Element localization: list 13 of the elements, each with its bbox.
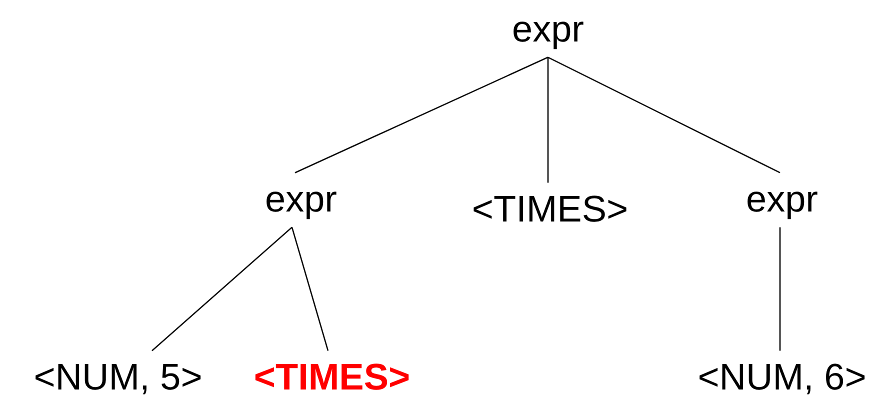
tree-node-label: expr [512, 8, 584, 50]
tree-node-label: <NUM, 6> [698, 356, 866, 398]
tree-node-label: expr [746, 178, 818, 220]
tree-node-label: <TIMES> [254, 356, 410, 398]
tree-branch-line [548, 56, 780, 174]
tree-branch-line [547, 57, 549, 183]
tree-node-label: <NUM, 5> [34, 356, 202, 398]
tree-branch-line [294, 56, 548, 174]
tree-branch-line [291, 227, 329, 351]
tree-node-label: <TIMES> [472, 188, 628, 230]
tree-branch-line [152, 226, 292, 352]
tree-branch-line [779, 227, 781, 351]
tree-node-label: expr [265, 178, 337, 220]
